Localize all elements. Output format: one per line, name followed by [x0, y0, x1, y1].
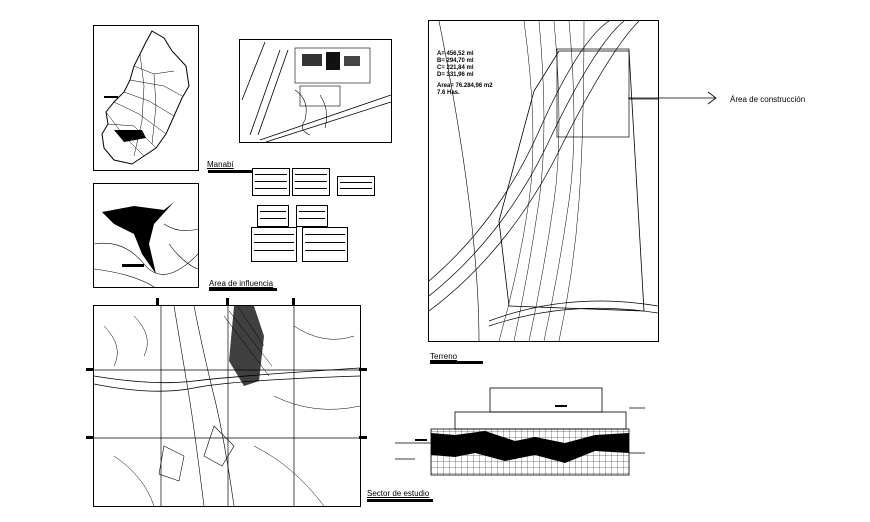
- influence-map-drawing: [94, 202, 198, 287]
- manabi-label: Manabí: [207, 160, 234, 169]
- legend-line: Area= 76.284,96 m2: [437, 83, 493, 89]
- legend-line: D= 331,96 ml: [437, 72, 474, 78]
- sector-estudio-label: Sector de estudio: [367, 489, 430, 498]
- study-sector-frame: [93, 305, 361, 507]
- section-middle-block: [454, 411, 627, 430]
- sheet-thumbnail: [337, 176, 375, 196]
- manabi-province-drawing: [101, 30, 190, 165]
- grid-tick: [292, 298, 295, 306]
- section-drawing: [395, 387, 645, 476]
- area-influencia-label: Area de influencia: [209, 279, 274, 288]
- site-plan-drawing: [241, 41, 391, 142]
- grid-tick: [86, 368, 94, 371]
- grid-tick: [156, 298, 159, 306]
- grid-tick: [226, 298, 229, 306]
- legend-line: 7.6 Has.: [437, 90, 460, 96]
- site-plan-frame: [239, 39, 392, 143]
- sheet-thumbnail: [252, 168, 290, 196]
- manabi-map-frame: [93, 25, 199, 171]
- sheet-thumbnail: [292, 168, 330, 196]
- sector-estudio-underline: [367, 499, 433, 502]
- terrain-legend: A= 456,52 ml B= 294,70 ml C= 221,84 ml D…: [437, 51, 493, 97]
- sheet-thumbnail: [257, 205, 289, 227]
- grid-tick: [86, 436, 94, 439]
- legend-line: A= 456,52 ml: [437, 51, 474, 57]
- grid-tick: [359, 368, 367, 371]
- sheet-thumbnail: [302, 227, 348, 262]
- legend-line: C= 221,84 ml: [437, 65, 474, 71]
- area-influencia-underline: [209, 288, 277, 291]
- sheet-thumbnail: [296, 205, 328, 227]
- sheet-thumbnail: [251, 227, 297, 262]
- terreno-label: Terreno: [430, 352, 458, 361]
- study-sector-drawing: [94, 306, 360, 506]
- grid-tick: [359, 436, 367, 439]
- manabi-underline: [208, 170, 256, 173]
- terrain-frame: A= 456,52 ml B= 294,70 ml C= 221,84 ml D…: [428, 20, 659, 342]
- section-upper-block: [489, 387, 603, 413]
- section-soil-layer: [431, 431, 629, 463]
- terreno-underline: [430, 361, 483, 364]
- legend-line: B= 294,70 ml: [437, 58, 474, 64]
- influence-map-frame: [93, 183, 199, 288]
- area-construccion-label: Área de construcción: [730, 95, 806, 104]
